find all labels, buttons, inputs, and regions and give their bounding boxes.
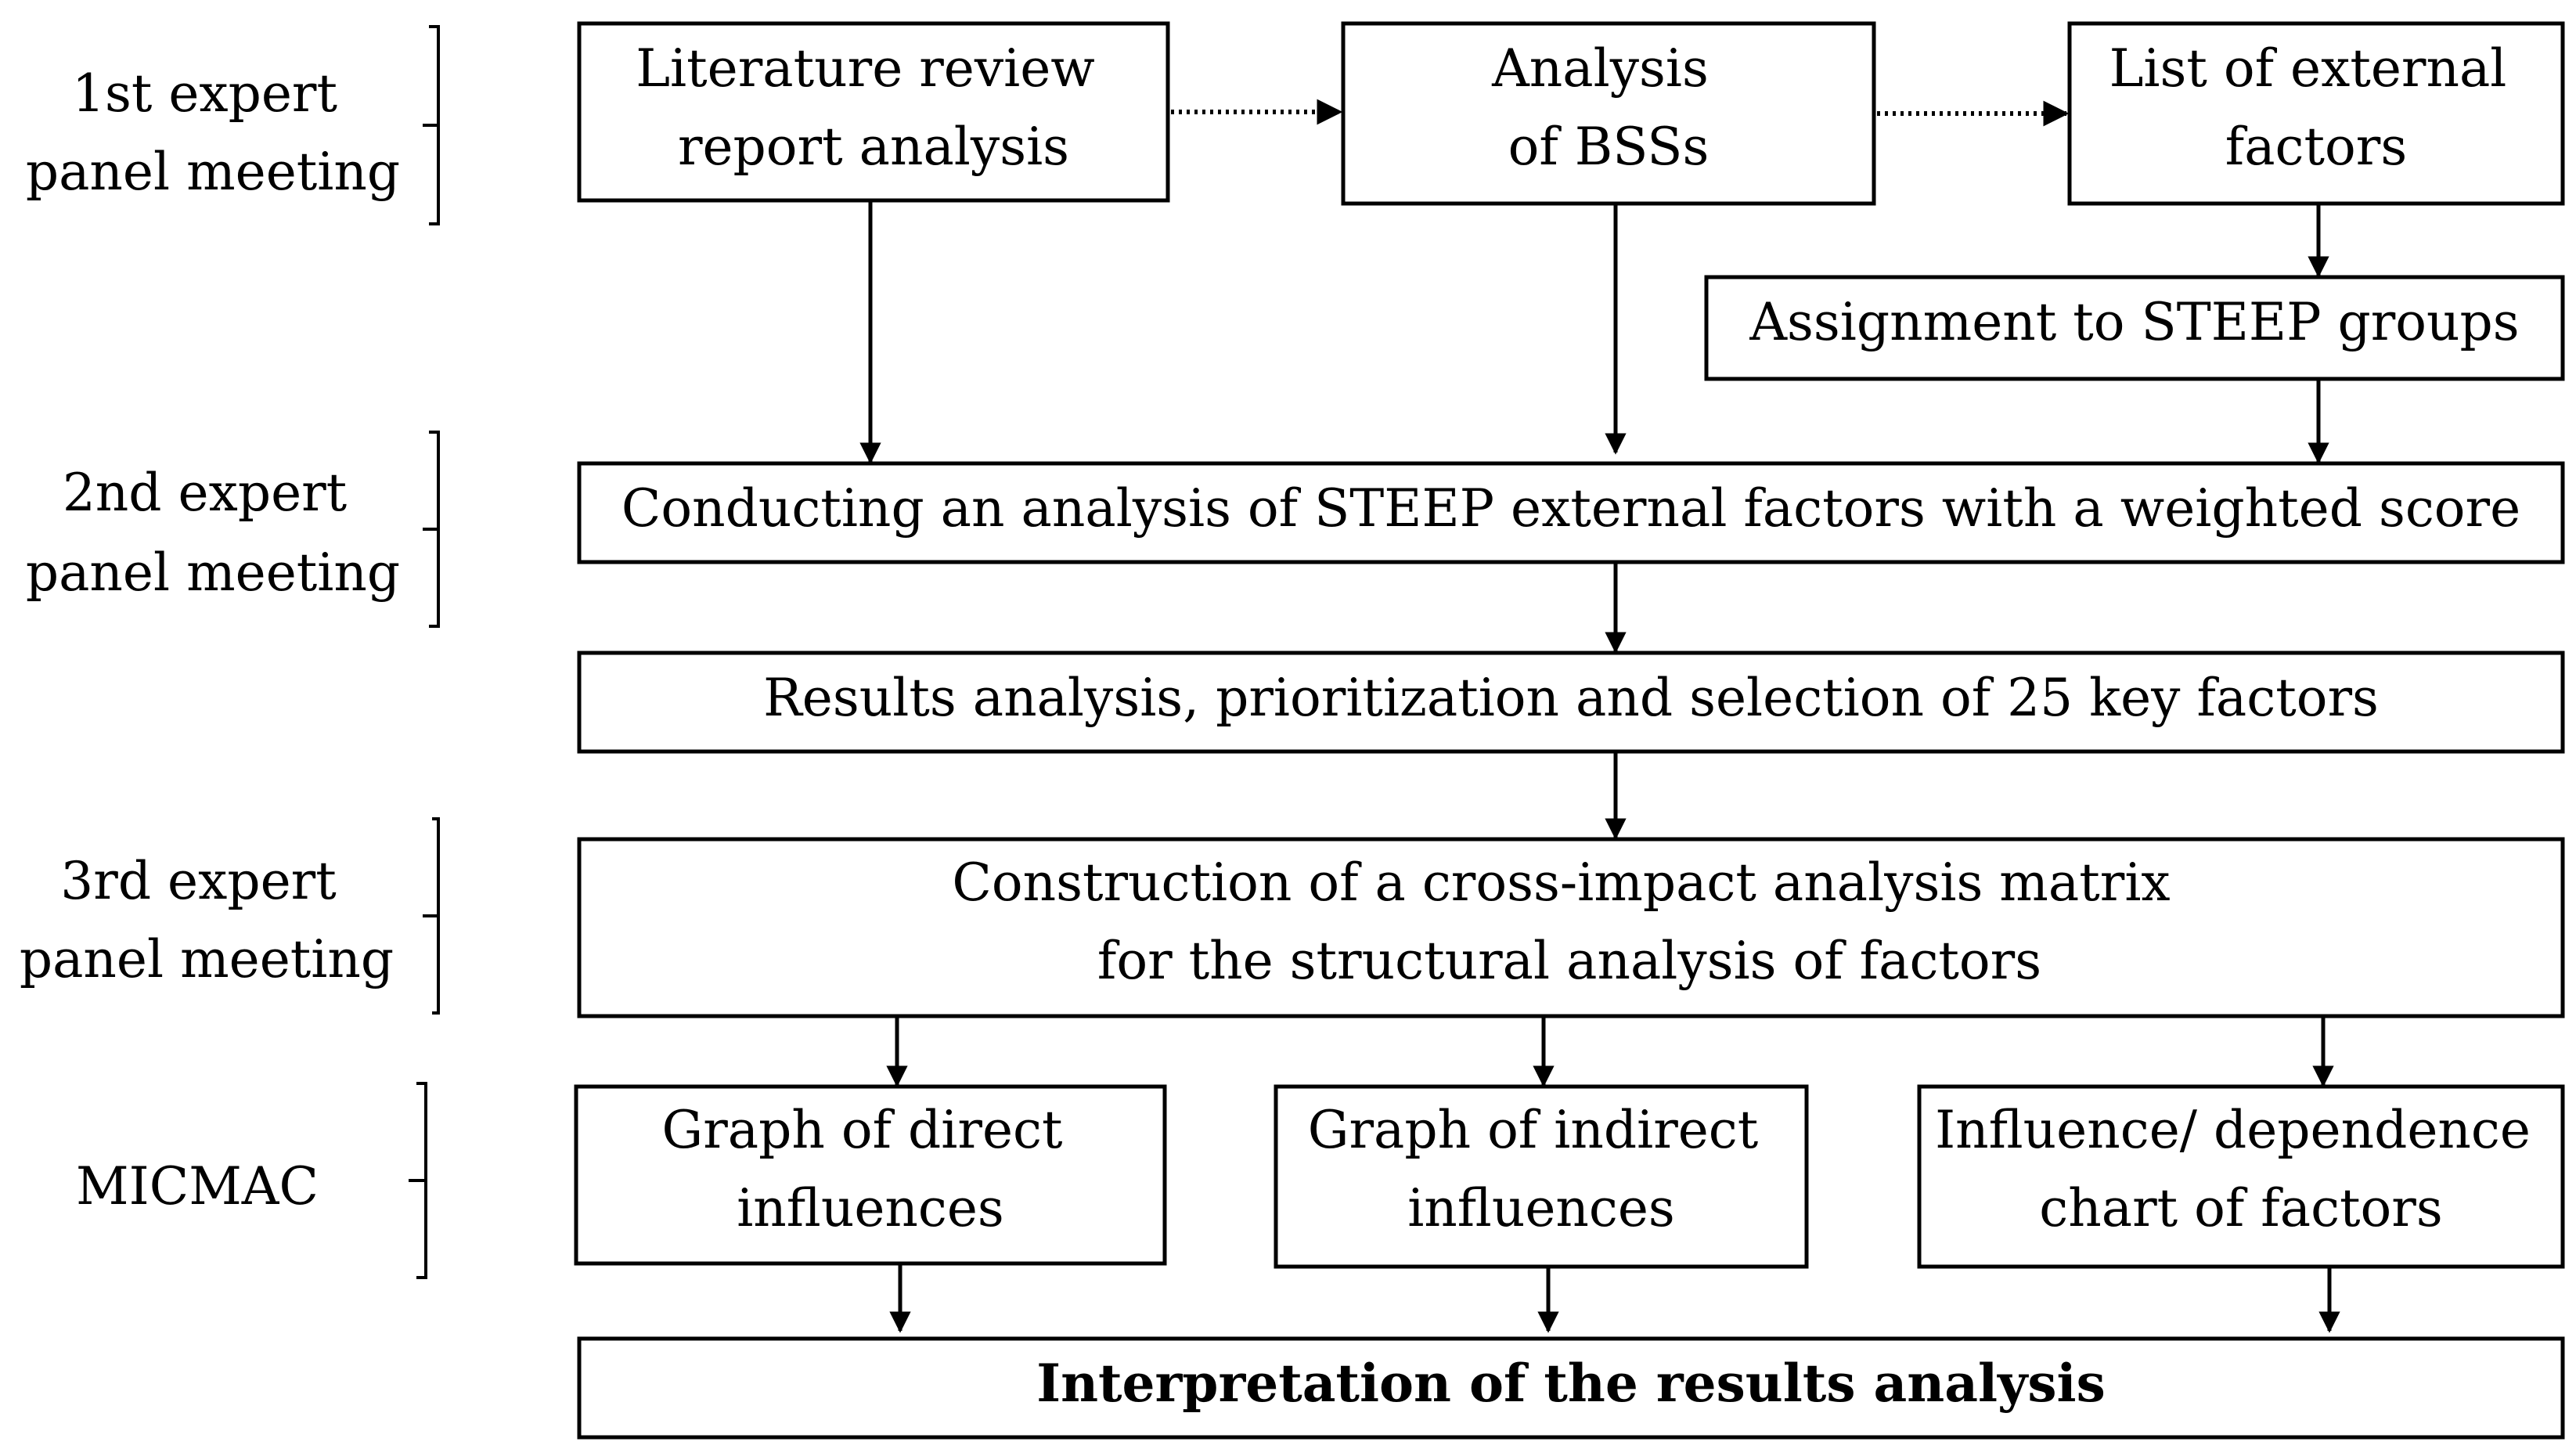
phase-label-2: 2nd expert panel meeting bbox=[26, 463, 400, 603]
phase-label-2-line-2: panel meeting bbox=[26, 542, 400, 603]
cross-impact-matrix-box bbox=[577, 837, 2565, 1018]
phase-label-3: 3rd expert panel meeting bbox=[20, 851, 394, 989]
phase-label-1-line-1: 1st expert bbox=[72, 63, 337, 124]
cross-impact-matrix-text: Construction of a cross-impact analysis … bbox=[952, 852, 2186, 991]
literature-review-text: Literature review report analysis bbox=[636, 38, 1111, 177]
steep-groups-line-1: Assignment to STEEP groups bbox=[1749, 292, 2519, 352]
steep-analysis-text: Conducting an analysis of STEEP external… bbox=[621, 478, 2520, 539]
external-factors-line-1: List of external bbox=[2109, 38, 2507, 99]
cross-impact-matrix-line-2: for the structural analysis of factors bbox=[1097, 931, 2041, 991]
phase-label-4-line-1: MICMAC bbox=[76, 1156, 319, 1217]
phase-label-2-line-1: 2nd expert bbox=[63, 463, 347, 523]
steep-groups-box bbox=[1704, 275, 2565, 381]
influence-dependence-line-1: Influence/ dependence bbox=[1935, 1100, 2531, 1160]
external-factors-box bbox=[2067, 21, 2565, 206]
results-analysis-text: Results analysis, prioritization and sel… bbox=[763, 668, 2379, 728]
cross-impact-matrix-line-1: Construction of a cross-impact analysis … bbox=[952, 852, 2170, 913]
indirect-influences-line-2: influences bbox=[1407, 1178, 1675, 1238]
phase-bracket-4 bbox=[409, 1082, 427, 1279]
phase-label-1: 1st expert panel meeting bbox=[26, 63, 400, 202]
influence-dependence-text: Influence/ dependence chart of factors bbox=[1935, 1100, 2547, 1238]
phase-label-1-line-2: panel meeting bbox=[26, 142, 400, 202]
direct-influences-line-1: Graph of direct bbox=[662, 1100, 1063, 1160]
direct-influences-box bbox=[574, 1084, 1167, 1266]
analysis-bss-line-1: Analysis bbox=[1491, 38, 1709, 99]
literature-review-line-1: Literature review bbox=[636, 38, 1095, 99]
direct-influences-line-2: influences bbox=[737, 1178, 1004, 1238]
external-factors-text: List of external factors bbox=[2109, 38, 2524, 177]
phase-bracket-3 bbox=[423, 817, 440, 1015]
literature-review-box bbox=[577, 21, 1170, 203]
analysis-bss-line-2: of BSSs bbox=[1508, 117, 1710, 177]
indirect-influences-line-1: Graph of indirect bbox=[1308, 1100, 1759, 1160]
indirect-influences-text: Graph of indirect influences bbox=[1308, 1100, 1775, 1238]
direct-influences-text: Graph of direct influences bbox=[662, 1100, 1079, 1238]
phase-label-4: MICMAC bbox=[76, 1156, 319, 1217]
phase-label-3-line-2: panel meeting bbox=[20, 929, 394, 989]
phase-label-3-line-1: 3rd expert bbox=[60, 851, 336, 911]
steep-analysis-box bbox=[577, 461, 2565, 564]
steep-groups-text: Assignment to STEEP groups bbox=[1749, 292, 2519, 352]
phase-bracket-1 bbox=[423, 25, 440, 225]
results-analysis-box bbox=[577, 651, 2565, 754]
analysis-bss-text: Analysis of BSSs bbox=[1491, 38, 1725, 177]
interpretation-line-1: Interpretation of the results analysis bbox=[1036, 1353, 2106, 1414]
steep-analysis-line-1: Conducting an analysis of STEEP external… bbox=[621, 478, 2520, 539]
interpretation-box bbox=[577, 1336, 2565, 1440]
influence-dependence-line-2: chart of factors bbox=[2039, 1178, 2442, 1238]
influence-dependence-box bbox=[1917, 1084, 2565, 1269]
phase-bracket-2 bbox=[423, 431, 440, 628]
results-analysis-line-1: Results analysis, prioritization and sel… bbox=[763, 668, 2379, 728]
literature-review-line-2: report analysis bbox=[678, 117, 1069, 177]
analysis-bss-box bbox=[1341, 21, 1876, 206]
external-factors-line-2: factors bbox=[2225, 117, 2407, 177]
interpretation-text: Interpretation of the results analysis bbox=[1036, 1353, 2106, 1414]
indirect-influences-box bbox=[1274, 1084, 1809, 1269]
